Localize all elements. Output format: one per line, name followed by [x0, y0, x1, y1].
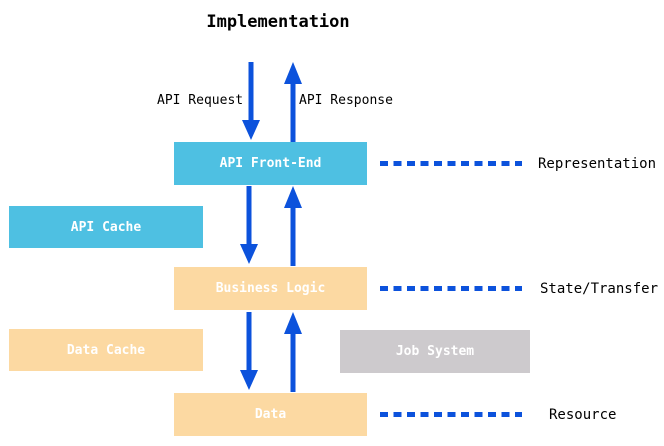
api-response-label: API Response	[299, 93, 393, 108]
resource-annotation: Resource	[549, 407, 617, 423]
data-cache-label: Data Cache	[66, 342, 146, 358]
representation-annotation: Representation	[538, 156, 657, 172]
api-cache-label: API Cache	[70, 219, 142, 235]
job-system-box: Job System	[340, 330, 530, 373]
down-arrow-icon	[240, 186, 258, 264]
business-logic-label: Business Logic	[215, 281, 326, 296]
job-system-label: Job System	[395, 344, 475, 359]
data-cache-box: Data Cache	[9, 329, 203, 371]
state-transfer-annotation: State/Transfer	[540, 281, 659, 297]
api-cache-box: API Cache	[9, 206, 203, 248]
up-arrow-icon	[284, 186, 302, 266]
data-label: Data	[254, 407, 287, 422]
down-arrow-icon	[240, 312, 258, 390]
api-request-label: API Request	[157, 93, 244, 108]
diagram-title: Implementation	[206, 12, 350, 32]
down-arrow-icon	[242, 62, 260, 140]
up-arrow-icon	[284, 312, 302, 392]
api-front-end-box: API Front-End	[174, 142, 367, 185]
api-front-end-label: API Front-End	[219, 156, 322, 171]
business-logic-box: Business Logic	[174, 267, 367, 310]
data-box: Data	[174, 393, 367, 436]
